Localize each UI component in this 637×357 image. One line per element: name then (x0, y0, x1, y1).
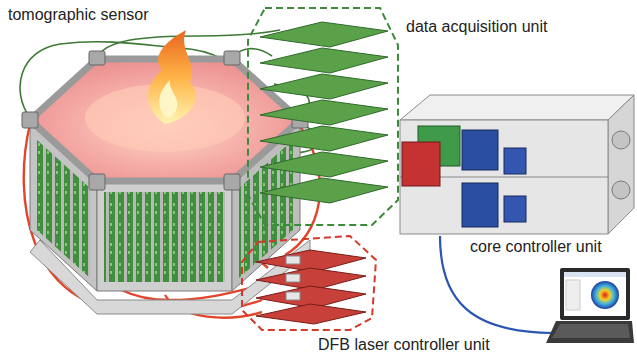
part-label: DFB laser controller unit (318, 336, 490, 354)
dfb-laser-boards (242, 236, 376, 330)
part-label: core controller unit (470, 238, 602, 256)
data-acquisition-boards (248, 8, 398, 225)
laptop (546, 268, 634, 343)
part-label: data acquisition unit (406, 18, 547, 36)
sensor-housing (22, 30, 310, 314)
part-label: tomographic sensor (8, 6, 149, 24)
core-controller-chassis (400, 95, 634, 234)
